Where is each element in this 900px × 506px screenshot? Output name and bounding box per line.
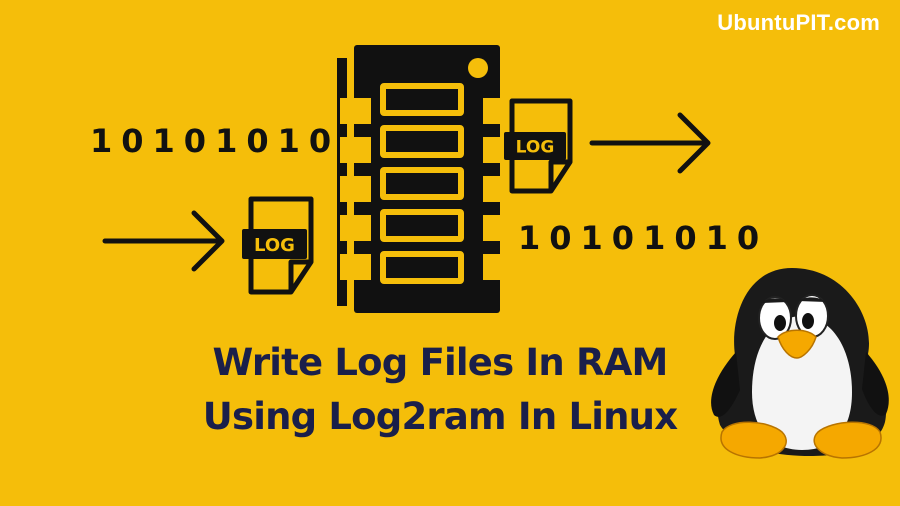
binary-text-left: 10101010 <box>90 122 341 160</box>
arrow-right-icon <box>102 210 225 272</box>
tux-penguin-icon <box>711 268 889 459</box>
title-line-1: Write Log Files In RAM <box>212 341 668 384</box>
log-label: LOG <box>254 235 295 256</box>
log-file-icon: LOG <box>242 196 314 295</box>
site-brand-logo: UbuntuPIT.com <box>717 10 880 35</box>
title-line-2: Using Log2ram In Linux <box>202 395 678 438</box>
log-file-icon: LOG <box>504 98 573 194</box>
log-label: LOG <box>516 138 555 158</box>
arrow-right-icon <box>589 112 711 174</box>
binary-text-right: 10101010 <box>518 219 769 257</box>
ram-chip-icon <box>337 45 500 313</box>
